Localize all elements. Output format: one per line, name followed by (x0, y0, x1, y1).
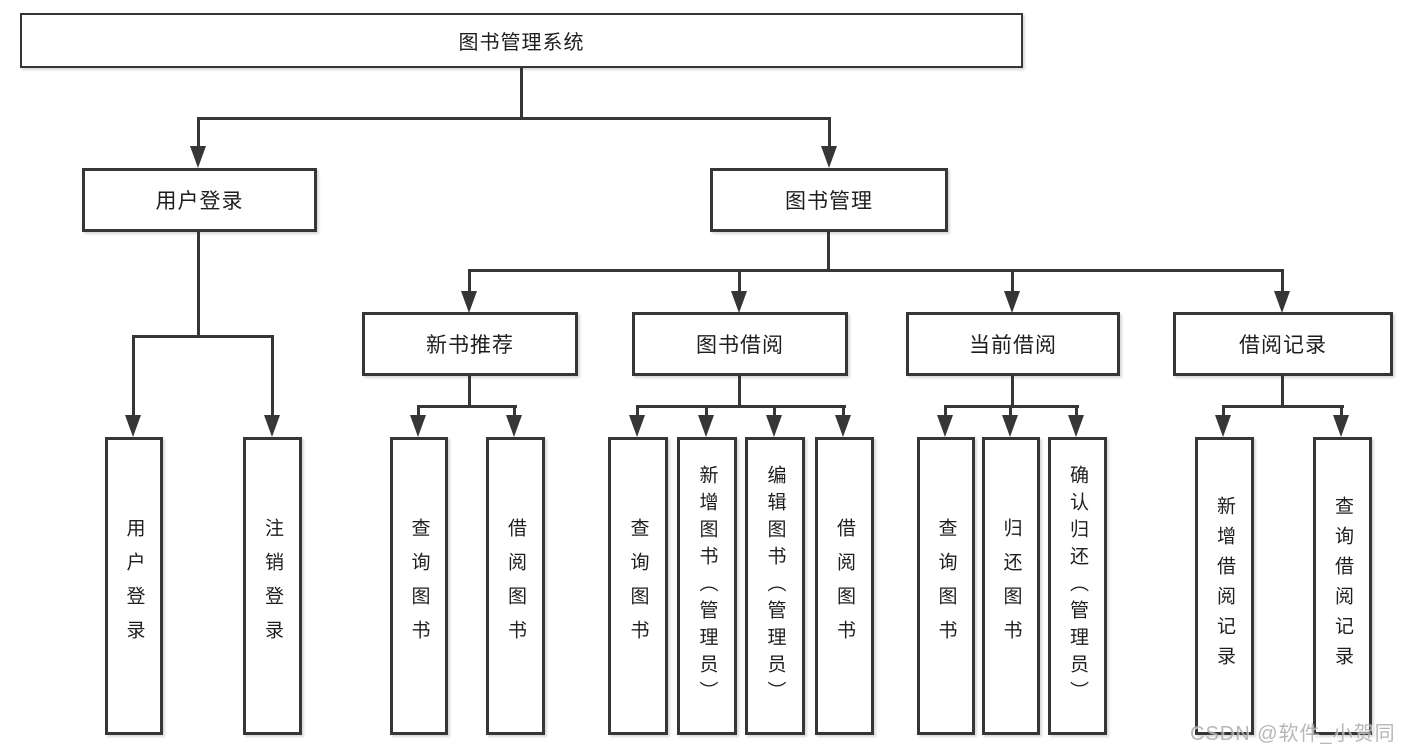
leaf-add-books-admin: 新增图书（管理员） (677, 437, 737, 735)
connector-line (417, 405, 420, 417)
connector-line (197, 232, 200, 338)
connector-line (636, 405, 846, 408)
leaf-return-books: 归还图书 (982, 437, 1040, 735)
watermark: CSDN @软件_小贺同学 (1190, 723, 1396, 745)
arrow-down-icon (821, 146, 837, 168)
leaf-query-books-borrow: 查询图书 (608, 437, 668, 735)
connector-line (468, 376, 471, 408)
connector-line (468, 269, 1284, 272)
node-user-login: 用户登录 (82, 168, 317, 232)
arrow-down-icon (461, 291, 477, 313)
arrow-down-icon (1215, 415, 1231, 437)
connector-line (513, 405, 516, 417)
connector-line (1340, 405, 1343, 417)
connector-line (1075, 405, 1078, 417)
node-label: 借阅图书 (834, 518, 855, 654)
node-label: 归还图书 (1000, 518, 1022, 654)
connector-line (1281, 269, 1284, 293)
leaf-add-borrow-record: 新增借阅记录 (1195, 437, 1254, 735)
connector-line (1011, 269, 1014, 293)
arrow-down-icon (698, 415, 714, 437)
connector-line (1009, 405, 1012, 417)
node-label: 查询图书 (627, 518, 649, 654)
connector-line (827, 232, 830, 272)
arrow-down-icon (629, 415, 645, 437)
node-label: 图书管理 (785, 190, 873, 213)
node-label: 用户登录 (123, 518, 145, 654)
arrow-down-icon (125, 415, 141, 437)
node-label: 注销登录 (262, 518, 283, 654)
node-label: 当前借阅 (969, 334, 1057, 357)
connector-line (1011, 376, 1014, 408)
node-label: 查询图书 (935, 518, 957, 654)
node-label: 新增借阅记录 (1214, 496, 1235, 676)
connector-line (1281, 376, 1284, 408)
leaf-confirm-return-admin: 确认归还（管理员） (1048, 437, 1107, 735)
node-label: 图书借阅 (696, 334, 784, 357)
arrow-down-icon (506, 415, 522, 437)
connector-line (944, 405, 947, 417)
node-label: 确认归还（管理员） (1067, 464, 1088, 708)
arrow-down-icon (835, 415, 851, 437)
arrow-down-icon (1004, 291, 1020, 313)
node-label: 查询图书 (408, 518, 430, 654)
node-label: 新书推荐 (426, 334, 514, 357)
node-label: 编辑图书（管理员） (764, 464, 786, 708)
connector-line (636, 405, 639, 417)
arrow-down-icon (264, 415, 280, 437)
arrow-down-icon (1002, 415, 1018, 437)
arrow-down-icon (937, 415, 953, 437)
arrow-down-icon (1333, 415, 1349, 437)
leaf-query-books-current: 查询图书 (917, 437, 975, 735)
leaf-borrow-books: 借阅图书 (815, 437, 874, 735)
node-label: 查询借阅记录 (1332, 496, 1353, 676)
connector-line (828, 117, 831, 149)
connector-line (738, 376, 741, 408)
leaf-edit-books-admin: 编辑图书（管理员） (745, 437, 805, 735)
node-library-management-system: 图书管理系统 (20, 13, 1023, 68)
node-current-borrowing: 当前借阅 (906, 312, 1120, 376)
arrow-down-icon (1068, 415, 1084, 437)
leaf-logout-login: 注销登录 (243, 437, 302, 735)
arrow-down-icon (1274, 291, 1290, 313)
connector-line (842, 405, 845, 417)
node-label: 用户登录 (155, 190, 244, 213)
arrow-down-icon (190, 146, 206, 168)
connector-line (132, 335, 135, 417)
node-book-borrowing: 图书借阅 (632, 312, 848, 376)
connector-line (197, 117, 200, 149)
leaf-query-borrow-record: 查询借阅记录 (1313, 437, 1372, 735)
node-label: 借阅记录 (1239, 334, 1327, 357)
node-label: 借阅图书 (505, 518, 526, 654)
connector-line (468, 269, 471, 293)
connector-line (1222, 405, 1225, 417)
node-book-management: 图书管理 (710, 168, 948, 232)
connector-line (132, 335, 274, 338)
connector-line (520, 66, 523, 119)
leaf-query-books-recommend: 查询图书 (390, 437, 448, 735)
connector-line (417, 405, 517, 408)
connector-line (271, 335, 274, 417)
node-new-book-recommendation: 新书推荐 (362, 312, 578, 376)
arrow-down-icon (766, 415, 782, 437)
leaf-user-login: 用户登录 (105, 437, 163, 735)
connector-line (1222, 405, 1344, 408)
connector-line (738, 269, 741, 293)
node-label: 新增图书（管理员） (696, 464, 718, 708)
arrow-down-icon (731, 291, 747, 313)
connector-line (705, 405, 708, 417)
connector-line (197, 117, 831, 120)
leaf-borrow-books-recommend: 借阅图书 (486, 437, 545, 735)
node-borrowing-records: 借阅记录 (1173, 312, 1393, 376)
connector-line (773, 405, 776, 417)
arrow-down-icon (410, 415, 426, 437)
node-label: 图书管理系统 (458, 32, 585, 54)
